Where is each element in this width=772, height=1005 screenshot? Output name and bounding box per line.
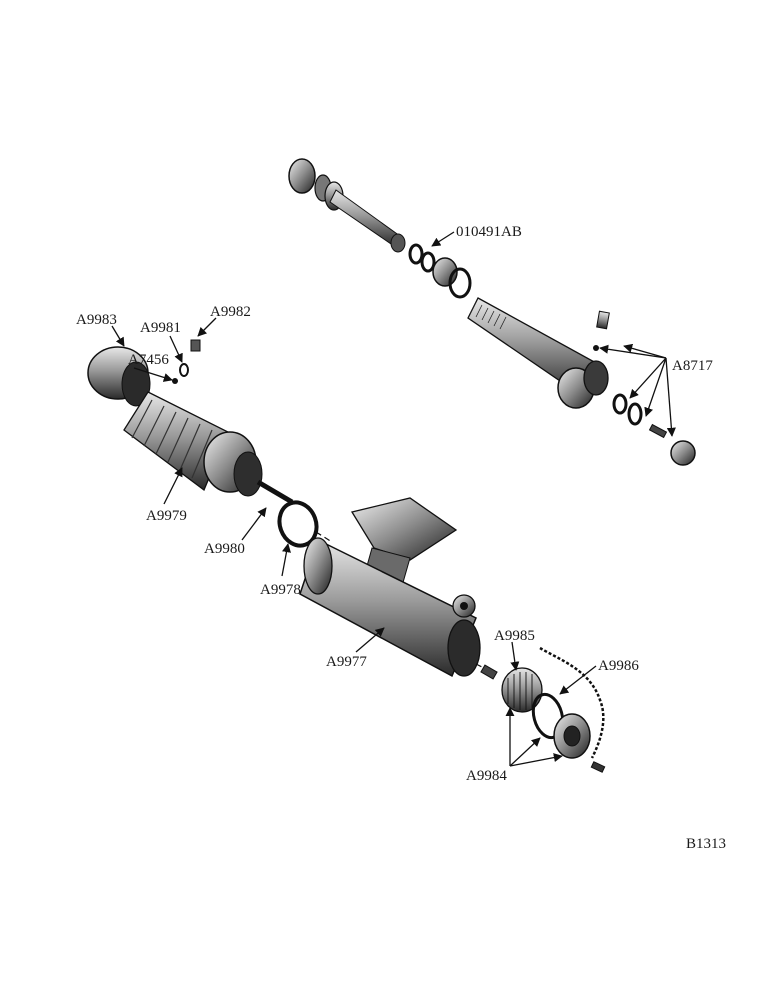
rod-collar xyxy=(390,233,406,253)
pump-cap-face xyxy=(121,361,151,407)
part-labels: 010491AB A8717 A9983 A9981 A9982 A7456 A… xyxy=(76,224,713,784)
set-screw xyxy=(596,310,610,330)
label-A9984: A9984 xyxy=(466,768,507,784)
grease-fitting xyxy=(190,339,201,352)
valve-spring xyxy=(612,393,628,415)
label-A9983: A9983 xyxy=(76,312,117,328)
gland-washer xyxy=(448,267,472,299)
label-A9977: A9977 xyxy=(326,654,367,670)
label-A8717: A8717 xyxy=(672,358,713,374)
chain-screw xyxy=(590,761,606,773)
label-A9981: A9981 xyxy=(140,320,181,336)
label-A7456: A7456 xyxy=(128,352,169,368)
fluted-sleeve xyxy=(123,391,229,492)
side-port-hole xyxy=(460,602,468,610)
cylinder-inlet xyxy=(303,537,333,595)
label-A9979: A9979 xyxy=(146,508,187,524)
valve-pin xyxy=(648,423,668,439)
filter-assembly xyxy=(480,646,606,773)
label-A9978: A9978 xyxy=(260,582,301,598)
rod-end-knob xyxy=(288,158,316,194)
detent-spring xyxy=(179,363,189,377)
o-ring xyxy=(277,500,319,548)
cap-chain xyxy=(539,646,605,759)
valve-cap-nut xyxy=(670,440,696,466)
label-A9985: A9985 xyxy=(494,628,535,644)
label-A9980: A9980 xyxy=(204,541,245,557)
packing-ring-2 xyxy=(420,251,436,273)
filter-bolt xyxy=(480,664,498,680)
piston-rod-assembly xyxy=(288,158,472,299)
leader-lines xyxy=(111,231,676,767)
label-A9986: A9986 xyxy=(598,658,639,674)
packing-ring-1 xyxy=(408,243,424,265)
valve-o-ring xyxy=(627,402,643,426)
mounting-bracket xyxy=(350,497,458,561)
pump-piston-assembly xyxy=(87,339,294,505)
cylinder-housing xyxy=(299,497,481,678)
valve-body-end xyxy=(583,360,609,396)
label-A9982: A9982 xyxy=(210,304,251,320)
assembly-center-lines xyxy=(315,531,485,669)
figure-id: B1313 xyxy=(686,836,726,852)
filter-cap-hub xyxy=(563,725,581,747)
check-ball xyxy=(593,345,599,351)
label-010491AB: 010491AB xyxy=(456,224,522,240)
pump-piston-pin xyxy=(256,479,294,505)
valve-body-assembly xyxy=(467,297,696,466)
sleeve-collar-face xyxy=(233,451,263,497)
detent-ball xyxy=(172,378,178,384)
piston-rod xyxy=(329,189,401,247)
cylinder-outlet-face xyxy=(447,619,481,677)
